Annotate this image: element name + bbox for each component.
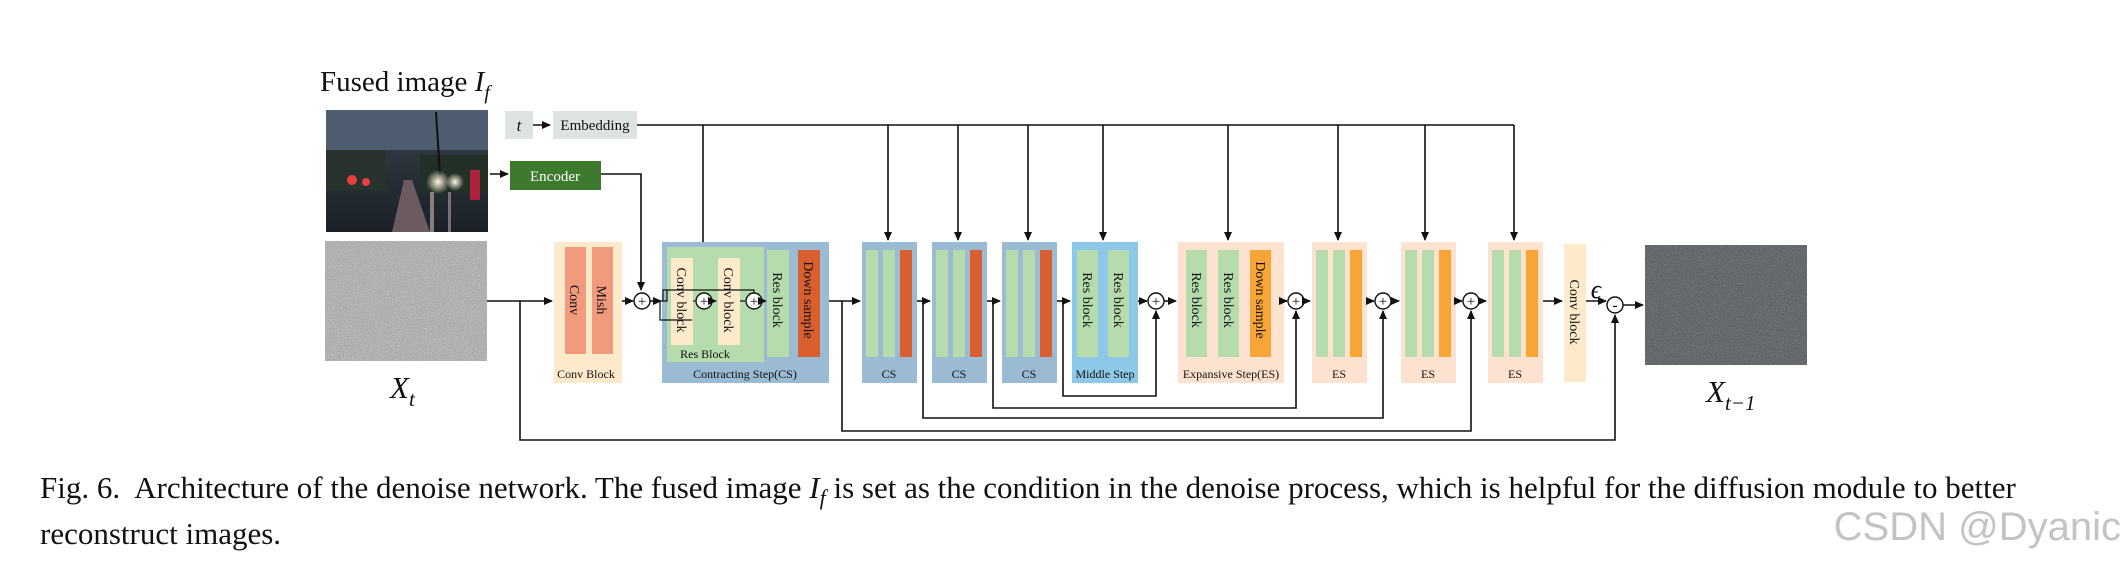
contracting-caption: Contracting Step(CS) <box>693 367 797 381</box>
exp-res-a-label: Res block <box>1188 272 1203 328</box>
conv-label: Conv <box>566 285 581 315</box>
encoder-box <box>510 161 601 190</box>
es-2-label: ES <box>1421 367 1435 381</box>
xt1-label: Xt−1 <box>1704 374 1755 415</box>
svg-text:+: + <box>638 294 646 310</box>
es-1-label: ES <box>1332 367 1346 381</box>
exp-res-b-label: Res block <box>1220 272 1235 328</box>
svg-text:-: - <box>1612 297 1617 314</box>
exp-res-b-bar <box>1218 250 1239 357</box>
svg-text:+: + <box>750 294 758 310</box>
embedding-label: Embedding <box>560 118 630 134</box>
figure-label: Fig. 6. <box>40 470 121 505</box>
watermark: CSDN @Dyanic <box>1833 505 2121 549</box>
caption-text-1: Architecture of the denoise network. The… <box>134 470 810 505</box>
t-box <box>505 111 533 139</box>
conv-block-a-bar <box>671 258 693 345</box>
conv-block-b-bar <box>718 258 740 345</box>
svg-text:+: + <box>1152 294 1160 310</box>
conv-bar <box>565 247 586 354</box>
middle-res-b-label: Res block <box>1110 272 1125 328</box>
caption-text-2: is set as the condition in the denoise p… <box>40 470 2016 552</box>
figure-caption: Fig. 6. Architecture of the denoise netwo… <box>40 470 2090 552</box>
exp-res-a-bar <box>1186 250 1207 357</box>
expansive-caption: Expansive Step(ES) <box>1183 367 1279 381</box>
cs-block-2 <box>932 242 987 383</box>
cs-down-sample-label: Down sample <box>800 261 815 338</box>
denoise-network-diagram: Fused image If Xt Xt−1 t Embedding <box>320 66 1807 441</box>
conv-block-a-label: Conv block <box>673 268 688 333</box>
epsilon-label: ϵ <box>1591 275 1603 304</box>
noisy-image-xt <box>325 241 487 361</box>
middle-res-b-bar <box>1108 250 1129 357</box>
caption-var-sub: f <box>819 485 826 511</box>
cs-2-label: CS <box>952 367 967 381</box>
cs-block-3 <box>1002 242 1057 383</box>
es-block-1 <box>1312 242 1367 383</box>
cs-res-block-label: Res block <box>769 272 784 328</box>
svg-text:+: + <box>1467 294 1475 310</box>
cs-3-label: CS <box>1022 367 1037 381</box>
final-conv-block <box>1564 244 1586 382</box>
conv-block-b-label: Conv block <box>720 268 735 333</box>
caption-var: I <box>809 470 820 505</box>
embedding-box <box>553 111 637 139</box>
svg-text:+: + <box>1292 294 1300 310</box>
res-block-caption: Res Block <box>680 347 730 361</box>
es-block-3 <box>1488 242 1543 383</box>
mish-label: Mish <box>593 286 608 315</box>
svg-text:+: + <box>700 294 708 310</box>
t-label: t <box>517 116 523 135</box>
exp-down-bar <box>1250 250 1271 357</box>
conv-block-caption: Conv Block <box>557 367 615 381</box>
fused-image-title: Fused image If <box>320 66 492 104</box>
cs-res-block-bar <box>767 250 789 357</box>
cs-1-label: CS <box>882 367 897 381</box>
middle-step-caption: Middle Step <box>1076 367 1135 381</box>
xt-label: Xt <box>388 370 416 411</box>
output-image-xt1 <box>1645 245 1807 365</box>
cs-block-1 <box>862 242 917 383</box>
es-block-2 <box>1401 242 1456 383</box>
encoder-label: Encoder <box>530 169 580 185</box>
final-conv-label: Conv block <box>1566 280 1581 345</box>
svg-text:+: + <box>1379 294 1387 310</box>
cs-down-sample-bar <box>798 250 820 357</box>
middle-res-a-bar <box>1077 250 1098 357</box>
middle-res-a-label: Res block <box>1079 272 1094 328</box>
fused-image <box>326 110 488 232</box>
mish-bar <box>592 247 613 354</box>
es-3-label: ES <box>1508 367 1522 381</box>
exp-down-label: Down sample <box>1252 261 1267 338</box>
